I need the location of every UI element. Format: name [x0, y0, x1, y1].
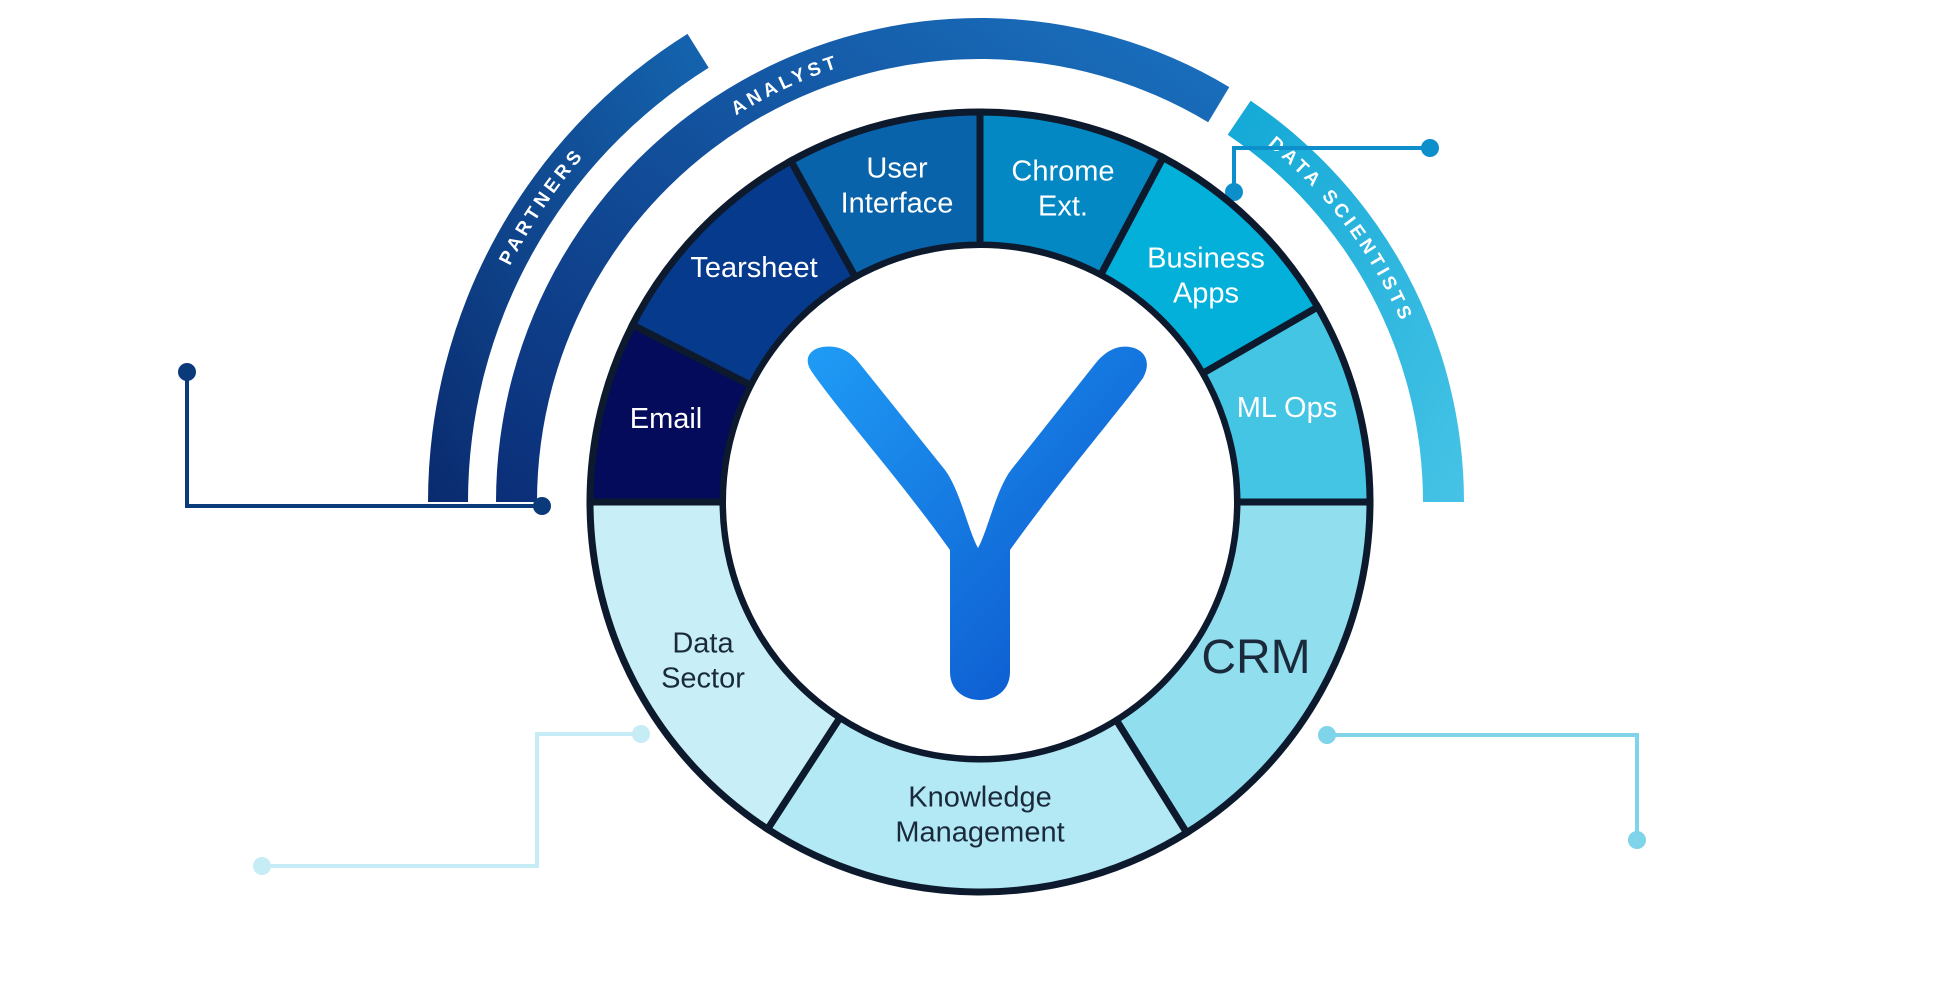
segment-label-line: Ext. — [1038, 190, 1088, 222]
y-logo-icon — [807, 346, 1147, 700]
segment-label-crm: CRM — [1201, 631, 1310, 684]
left-lower-connector-line — [262, 732, 641, 868]
segment-label-line: Interface — [841, 187, 954, 219]
segment-label-line: Data — [672, 627, 734, 659]
segment-label-line: Email — [630, 403, 703, 435]
segment-label-email: Email — [630, 403, 703, 435]
segment-label-line: Business — [1147, 242, 1265, 274]
segment-label-line: Tearsheet — [690, 252, 817, 284]
segment-label-line: Knowledge — [908, 781, 1052, 813]
left-lower-connector-dot-end — [253, 857, 271, 875]
ring-segments — [586, 108, 1374, 896]
data-scientists-band — [1227, 100, 1464, 502]
right-upper-connector-dot-start — [1225, 183, 1243, 201]
partners-band — [428, 33, 709, 503]
outer-ring-outline — [587, 109, 1373, 895]
segment-label-tearsheet: Tearsheet — [690, 252, 817, 284]
analyst-band — [496, 18, 1230, 502]
segment-label-line: Sector — [661, 662, 745, 694]
segment-label-line: User — [866, 152, 928, 184]
right-upper-connector-line — [1232, 146, 1430, 192]
right-upper-connector-dot-end — [1421, 139, 1439, 157]
right-lower-connector-dot-end — [1628, 831, 1646, 849]
left-upper-connector-line — [185, 372, 542, 508]
right-lower-connector-dot-start — [1318, 726, 1336, 744]
left-upper-connector-dot-start — [178, 363, 196, 381]
connector-lines — [178, 139, 1646, 875]
left-upper-connector-dot-end — [533, 497, 551, 515]
segment-label-line: Management — [895, 816, 1064, 848]
segment-label-ml-ops: ML Ops — [1237, 392, 1337, 424]
segment-label-line: ML Ops — [1237, 392, 1337, 424]
segment-label-line: Chrome — [1011, 155, 1114, 187]
segment-label-line: CRM — [1201, 631, 1310, 684]
left-lower-connector-dot-start — [632, 725, 650, 743]
segment-label-line: Apps — [1173, 277, 1239, 309]
right-lower-connector-line — [1327, 733, 1639, 840]
